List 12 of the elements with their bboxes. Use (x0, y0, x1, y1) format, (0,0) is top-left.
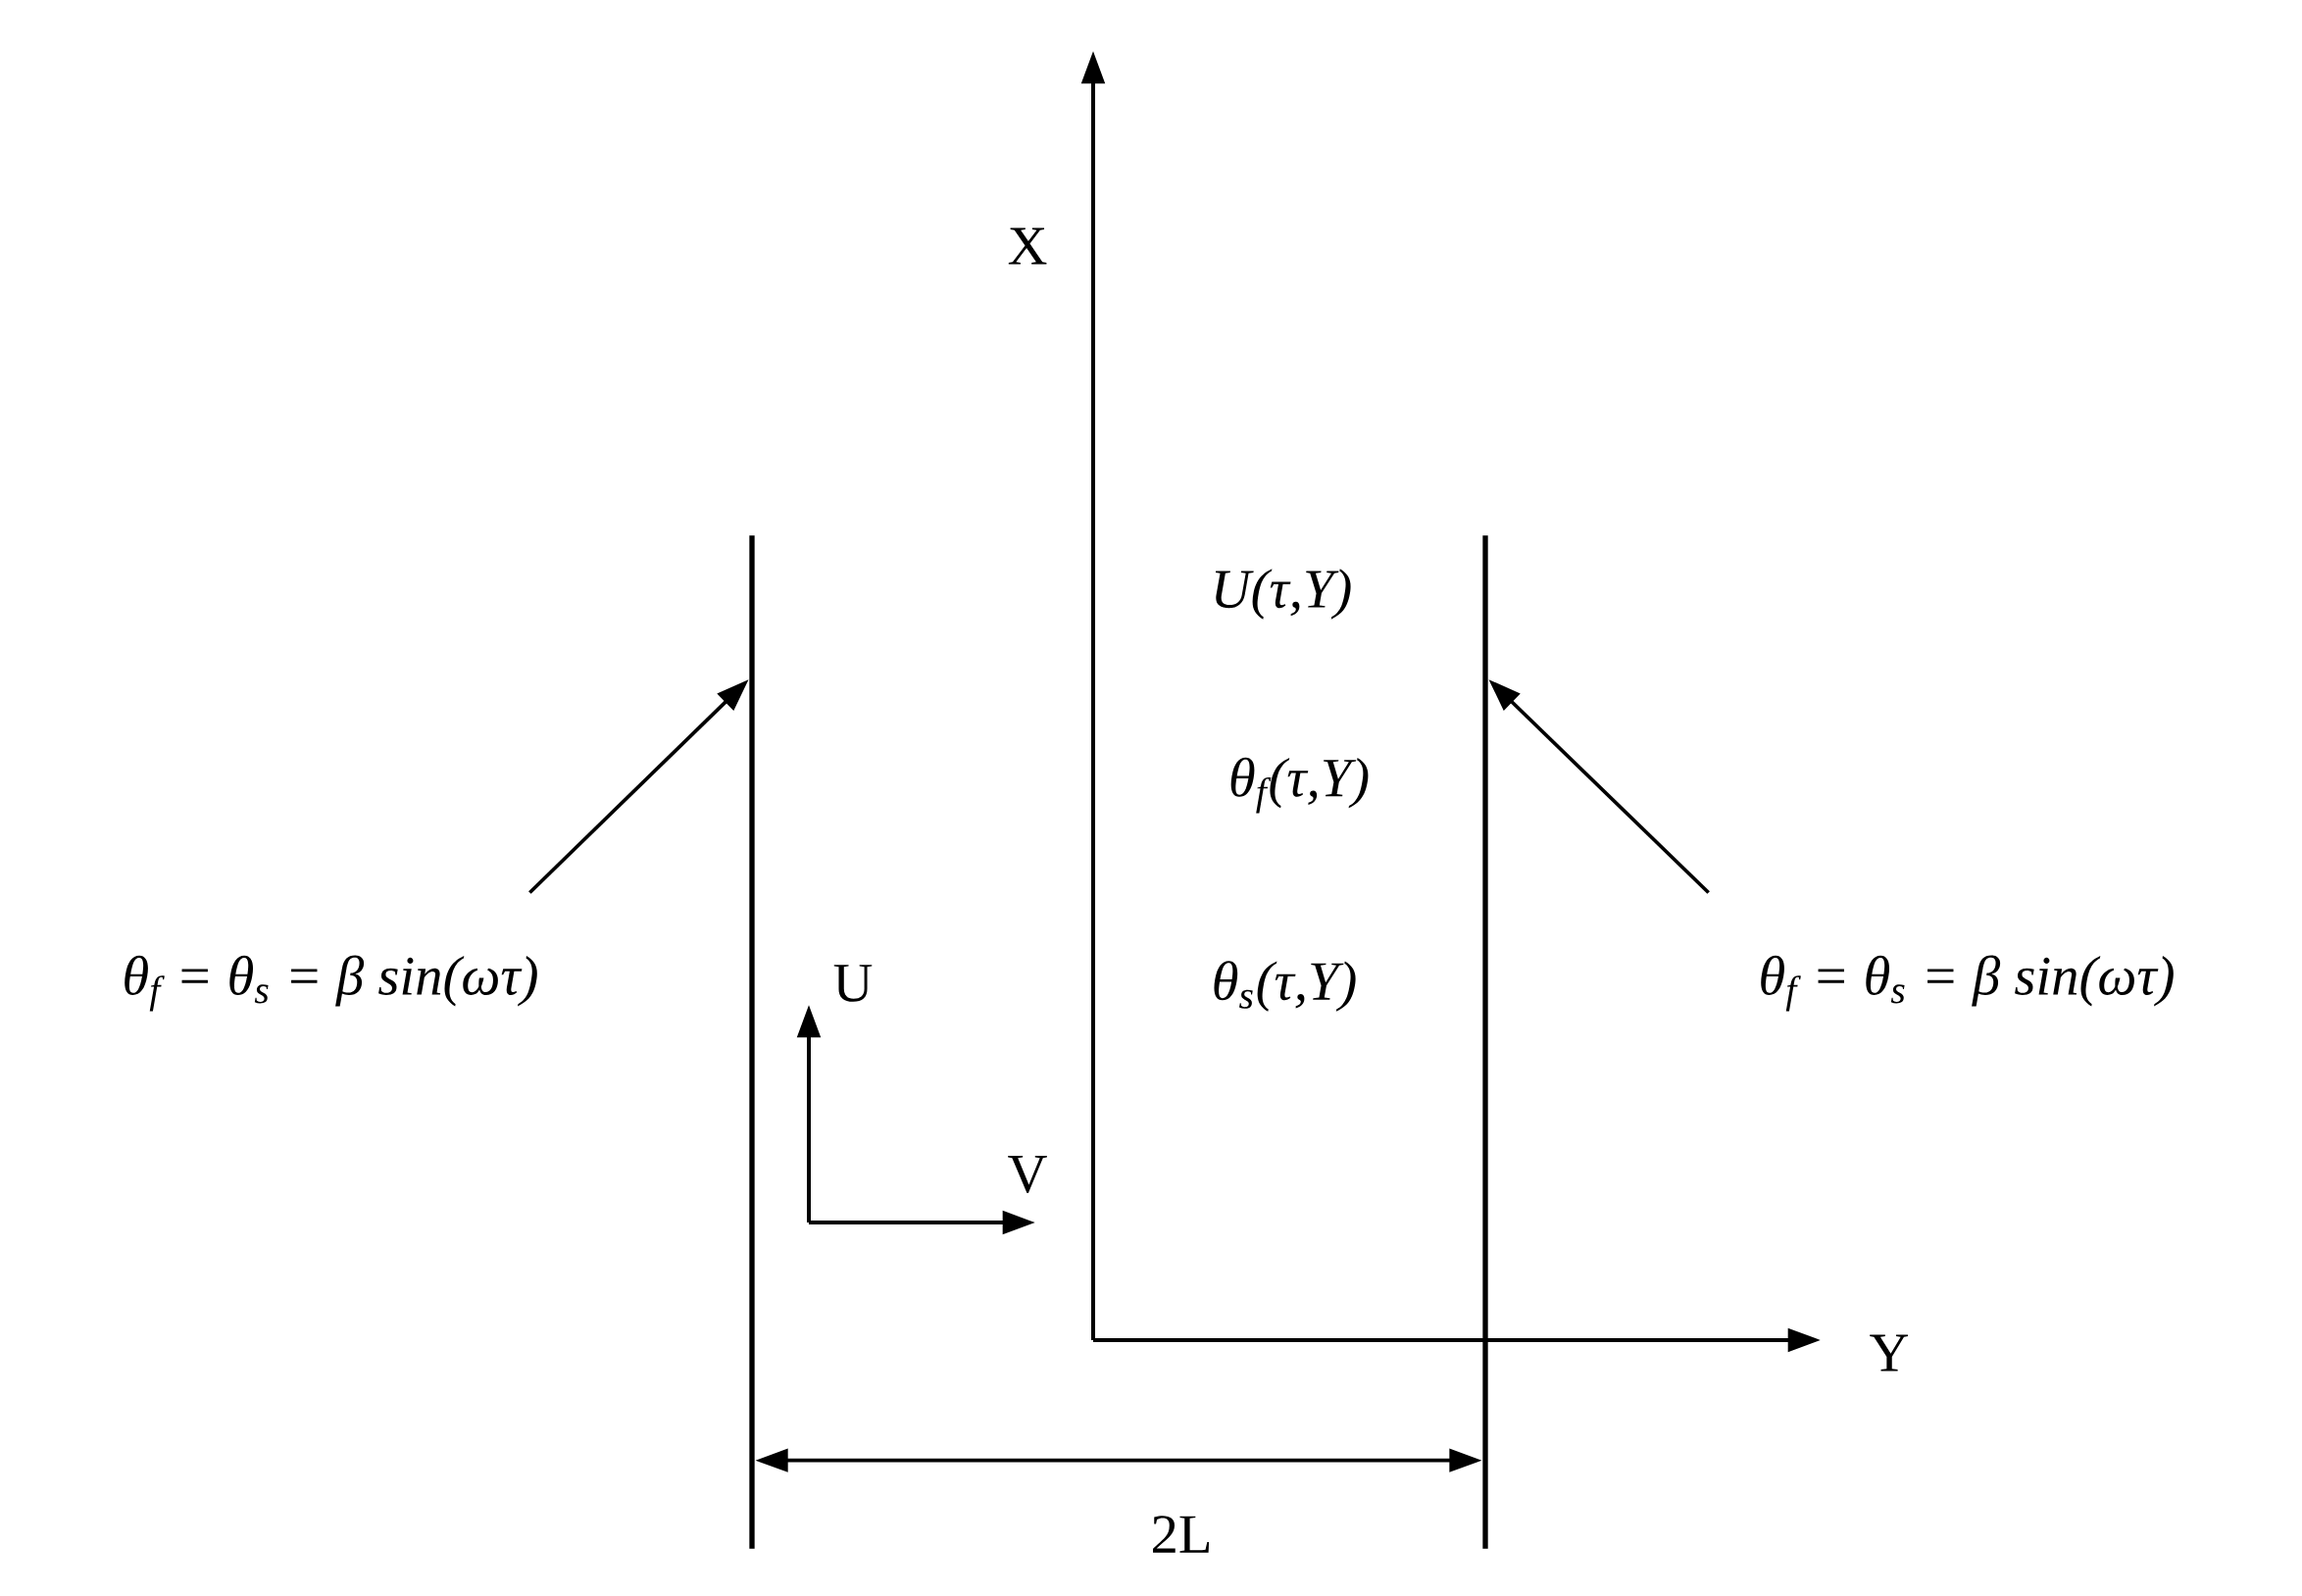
dimension-label: 2L (1153, 1516, 1210, 1553)
channel-wall (1482, 535, 1488, 1549)
axis-label: V (1008, 1156, 1047, 1193)
boundary-condition: θ$_{f}$ = θ$_{s}$ = β sin(ωτ) (125, 955, 537, 1012)
channel-wall (749, 535, 755, 1549)
axis-label: X (1008, 227, 1047, 265)
variable-label: U(τ,Y) (1215, 569, 1351, 620)
axis-label: Y (1870, 1334, 1908, 1372)
variable-label: θ$_{s}$(τ,Y) (1214, 961, 1356, 1012)
variable-label: θ$_{f}$(τ,Y) (1230, 757, 1369, 814)
boundary-condition: θ$_{f}$ = θ$_{s}$ = β sin(ωτ) (1761, 955, 2174, 1012)
axis-label: U (833, 965, 873, 1002)
